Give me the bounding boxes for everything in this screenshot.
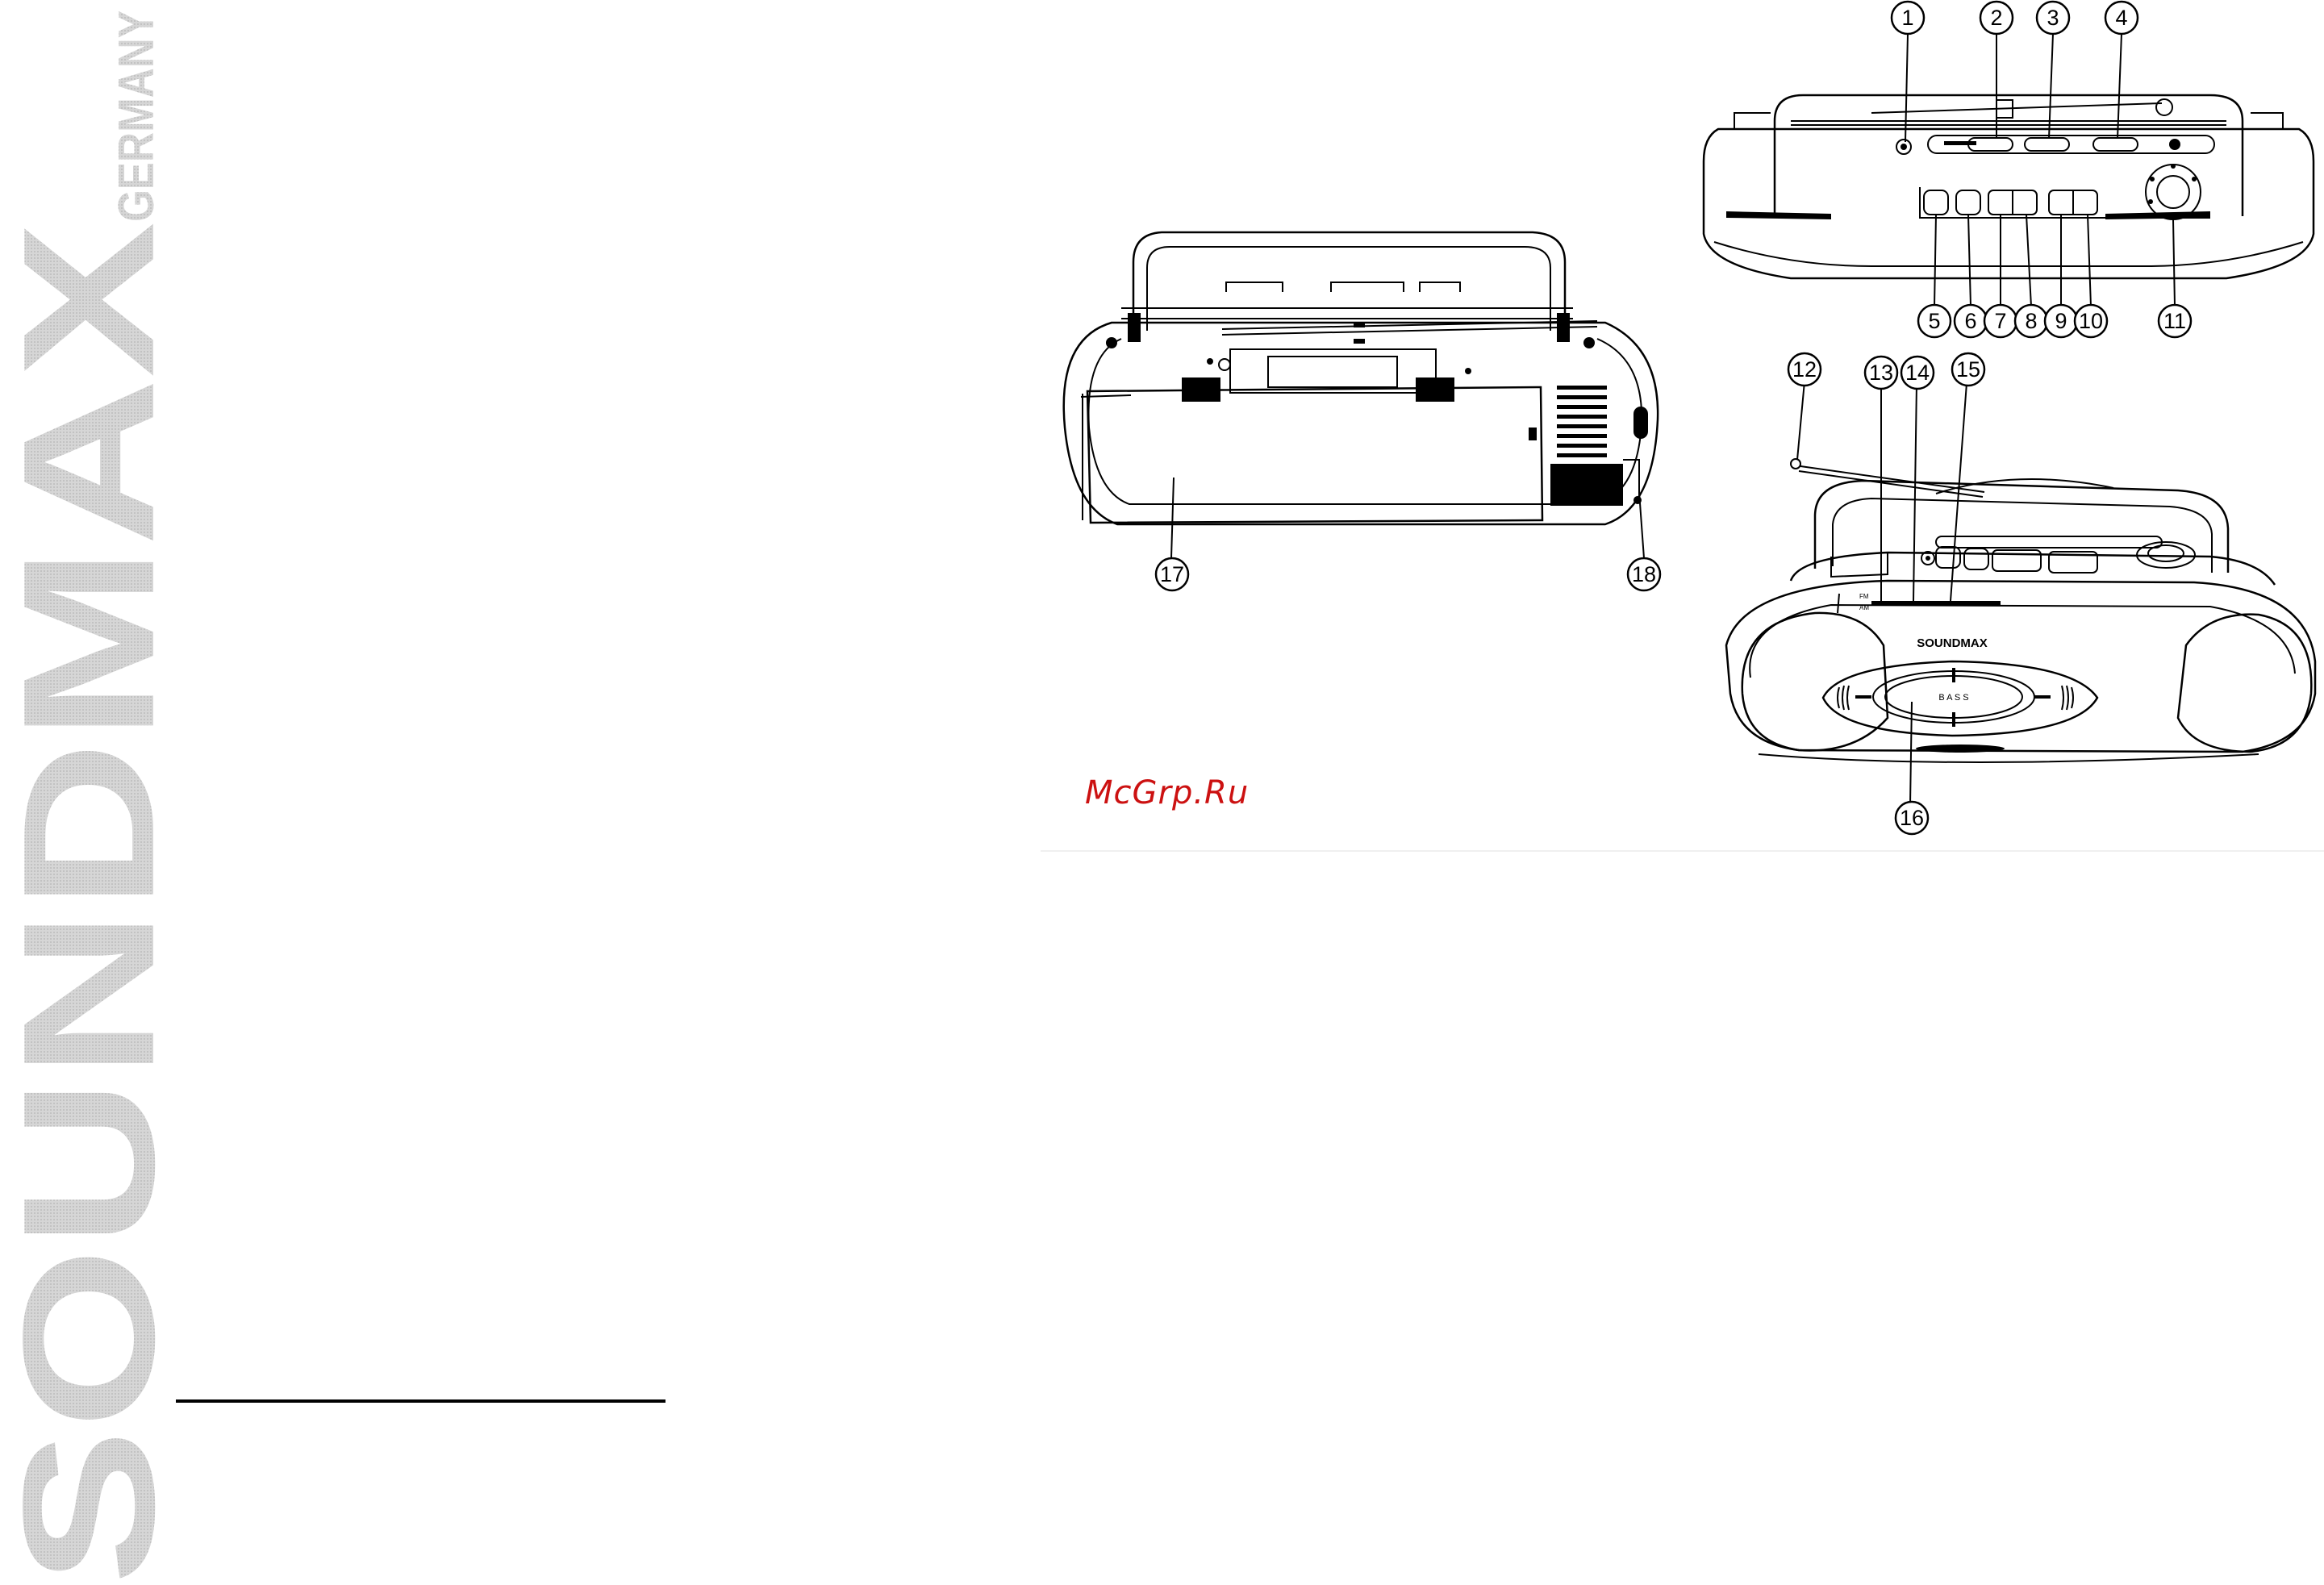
svg-text:10: 10 xyxy=(2079,309,2103,333)
svg-text:18: 18 xyxy=(1632,562,1656,586)
svg-text:6: 6 xyxy=(1964,309,1976,333)
callout-4: 4 xyxy=(2105,2,2138,34)
callout-1: 1 xyxy=(1892,2,1924,34)
callout-17: 17 xyxy=(1156,558,1188,590)
svg-text:9: 9 xyxy=(2055,309,2067,333)
callout-10: 10 xyxy=(2075,305,2107,337)
svg-text:4: 4 xyxy=(2115,6,2127,30)
brand-country: GERMANY xyxy=(109,10,161,222)
svg-text:1: 1 xyxy=(1901,6,1913,30)
callout-15: 15 xyxy=(1952,353,1984,386)
top-view-drawing: 1 2 3 4 5 6 7 8 9 10 11 xyxy=(1694,0,2324,339)
svg-text:17: 17 xyxy=(1160,562,1184,586)
callout-3: 3 xyxy=(2037,2,2069,34)
callout-2: 2 xyxy=(1980,2,2013,34)
callout-16: 16 xyxy=(1896,802,1928,834)
bass-label: B A S S xyxy=(1938,693,1968,703)
svg-text:12: 12 xyxy=(1792,357,1817,382)
section-divider xyxy=(176,1399,665,1403)
watermark-text: McGrp.Ru xyxy=(1085,774,1249,811)
svg-text:2: 2 xyxy=(1990,6,2002,30)
svg-text:5: 5 xyxy=(1928,309,1940,333)
brand-name: SOUNDMAX xyxy=(0,222,161,1585)
svg-text:11: 11 xyxy=(2163,309,2186,333)
callout-12: 12 xyxy=(1788,353,1821,386)
rear-view-drawing: 17 18 xyxy=(1041,218,1686,605)
svg-text:7: 7 xyxy=(1994,309,2006,333)
callout-7: 7 xyxy=(1984,305,2017,337)
device-logo: SOUNDMAX xyxy=(1917,636,1988,650)
svg-text:13: 13 xyxy=(1869,361,1893,385)
callout-14: 14 xyxy=(1901,357,1934,389)
front-view-drawing: FM AM SOUNDMAX B A S S 12 13 14 15 xyxy=(1694,355,2324,855)
callout-11: 11 xyxy=(2159,305,2191,337)
svg-text:8: 8 xyxy=(2025,309,2037,333)
svg-text:3: 3 xyxy=(2047,6,2059,30)
band-label-fm: FM xyxy=(1859,593,1869,600)
callout-9: 9 xyxy=(2045,305,2077,337)
svg-text:16: 16 xyxy=(1900,806,1924,830)
callout-18: 18 xyxy=(1628,558,1660,590)
callout-8: 8 xyxy=(2015,305,2047,337)
brand-logo: SOUNDMAX GERMANY xyxy=(0,0,161,1585)
svg-text:15: 15 xyxy=(1956,357,1980,382)
band-label-am: AM xyxy=(1859,604,1869,611)
callout-5: 5 xyxy=(1918,305,1951,337)
callout-6: 6 xyxy=(1955,305,1987,337)
svg-text:14: 14 xyxy=(1905,361,1930,385)
callout-13: 13 xyxy=(1865,357,1897,389)
